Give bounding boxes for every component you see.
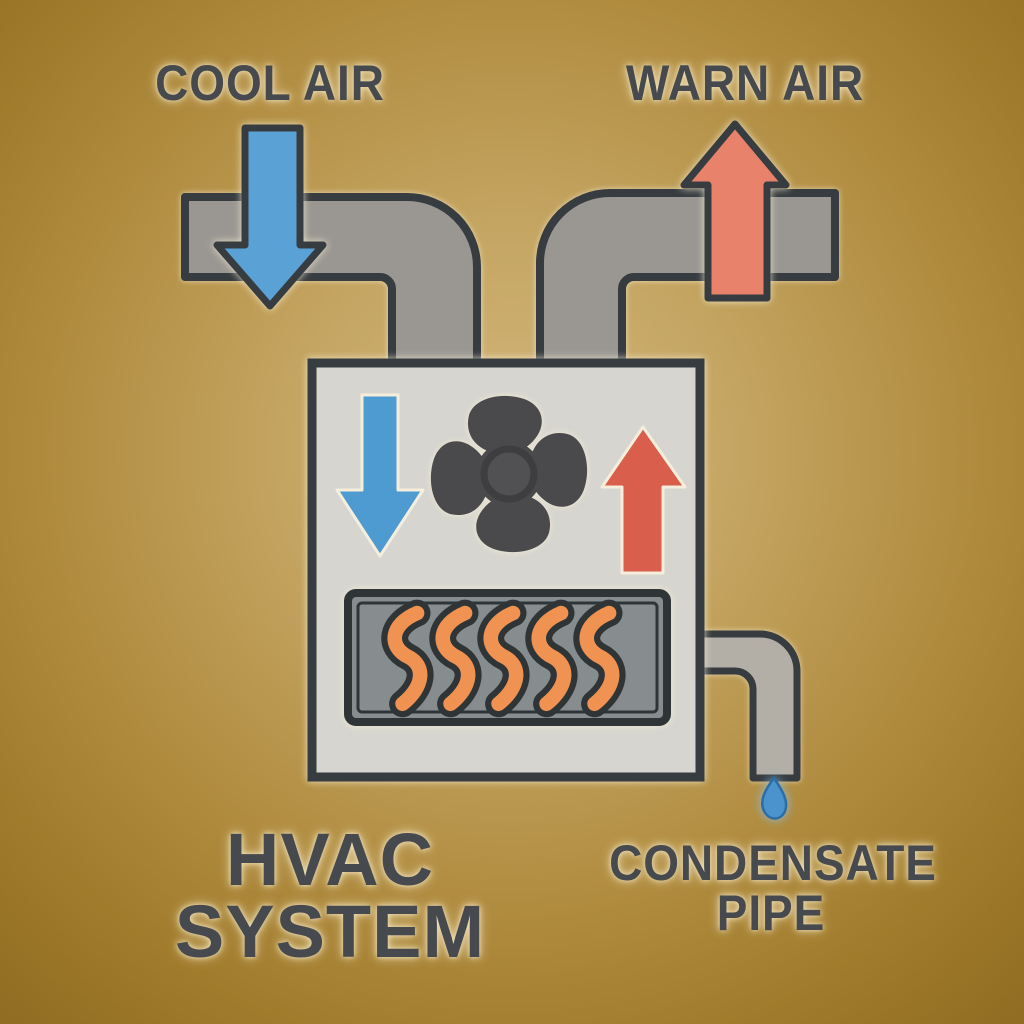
warm-air-arrow-icon — [680, 120, 790, 302]
flame-icon — [539, 613, 564, 704]
duct-warm-air-shape — [536, 189, 839, 372]
fan-icon — [430, 395, 588, 553]
warm-air-label: WARN AIR — [625, 55, 865, 111]
duct-cool-air — [181, 193, 481, 372]
condensate-pipe-label-line1: CONDENSATE — [609, 835, 937, 891]
hvac-system-title-line2: SYSTEM — [174, 890, 486, 973]
hvac-system-title: HVAC SYSTEM — [130, 818, 530, 973]
condensate-pipe-label-line2: PIPE — [716, 885, 826, 941]
condensate-pipe-shape — [696, 630, 801, 782]
flame-icon — [587, 613, 612, 704]
cool-air-label: COOL AIR — [155, 55, 385, 111]
duct-warm-air — [536, 189, 839, 372]
fan-hub — [480, 445, 538, 503]
condensate-pipe — [696, 630, 801, 782]
flame-icon — [443, 613, 468, 704]
cool-air-arrow-icon — [213, 124, 327, 310]
unit-warm-arrow-icon — [600, 425, 687, 575]
flame-icon — [491, 613, 516, 704]
condensate-pipe-label: CONDENSATE PIPE — [609, 835, 937, 941]
unit-cool-arrow-icon — [335, 393, 425, 558]
flame-icon — [395, 613, 420, 704]
duct-cool-air-shape — [181, 193, 481, 372]
water-droplet-icon — [760, 775, 788, 820]
hvac-system-title-line1: HVAC — [225, 818, 435, 901]
